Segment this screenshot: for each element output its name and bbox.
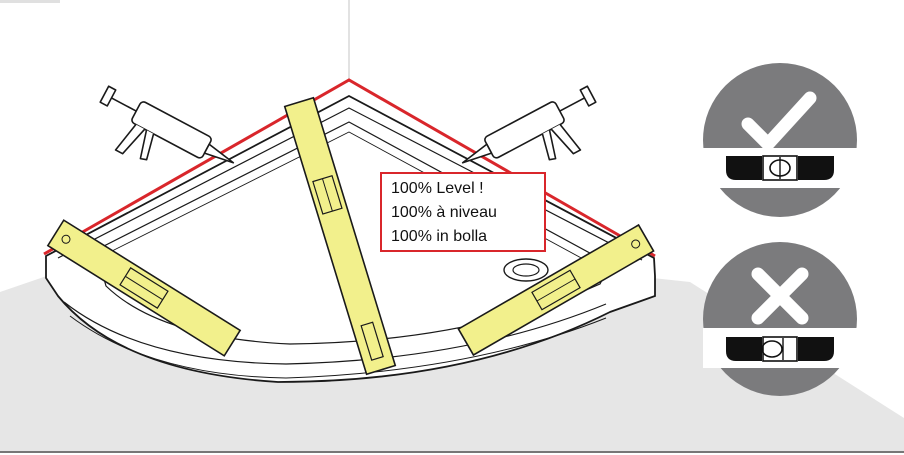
- vial-right: [798, 337, 834, 361]
- spirit-level-right: [457, 223, 655, 357]
- tray-front-lip: [63, 301, 607, 365]
- level-callout: 100% Level ! 100% à niveau 100% in bolla: [380, 172, 546, 252]
- vial-left: [726, 337, 762, 361]
- caulking-gun-left-icon: [99, 85, 235, 164]
- level-indicator-incorrect: [703, 242, 857, 396]
- wall-outline: [43, 78, 656, 258]
- spirit-level-diagonal: [283, 96, 397, 376]
- callout-line-french: 100% à niveau: [391, 204, 497, 221]
- bubble-offset: [761, 340, 783, 358]
- callout-line-english: 100% Level !: [391, 180, 484, 197]
- caulking-gun-right-icon: [461, 85, 597, 164]
- vial-right: [798, 156, 834, 180]
- level-indicator-correct: [703, 63, 857, 217]
- spirit-level-left: [46, 219, 242, 357]
- corner-mark: [0, 0, 60, 3]
- vial-left: [726, 156, 762, 180]
- callout-line-italian: 100% in bolla: [391, 228, 488, 245]
- cross-icon: [751, 267, 809, 325]
- tray-front-base: [69, 315, 607, 379]
- checkmark-icon: [741, 91, 817, 151]
- drain-inner: [512, 263, 540, 277]
